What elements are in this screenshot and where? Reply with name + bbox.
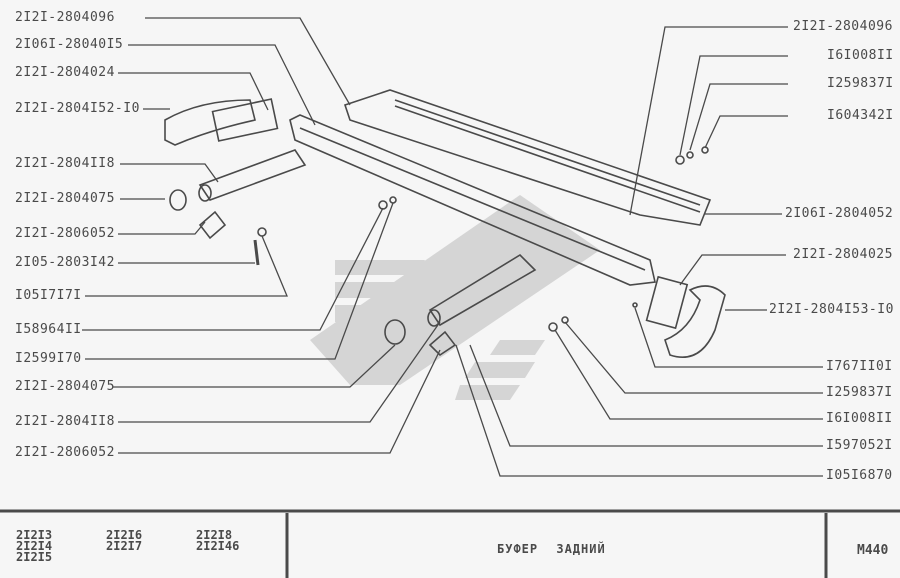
model-code: 2I2I3: [16, 528, 53, 542]
watermark-logo: [310, 195, 600, 400]
callout-label: 2I2I-2804024: [15, 65, 115, 80]
bracket-right: [645, 275, 689, 330]
callout-label: I2599I70: [15, 351, 82, 366]
callout-label: I597052I: [826, 438, 893, 453]
callout-label: 2I2I-2804II8: [15, 414, 115, 429]
tube-left: [198, 149, 307, 201]
callout-label: I05I7I7I: [15, 288, 82, 303]
model-code: 2I2I4: [16, 539, 53, 553]
leader-lines: [82, 17, 823, 477]
model-list: 2I2I3 2I2I4 2I2I5: [16, 528, 53, 564]
tube-right: [428, 253, 537, 327]
title-block: [0, 509, 900, 578]
end-cap-left: [164, 99, 256, 146]
callout-label: 2I2I-2806052: [15, 226, 115, 241]
model-list: 2I2I8 2I2I46: [196, 528, 240, 553]
callout-label: I767II0I: [826, 359, 893, 374]
nut-left: [257, 227, 267, 237]
callout-label: 2I2I-2804075: [15, 191, 115, 206]
callout-label: 2I2I-2804075: [15, 379, 115, 394]
callout-label: I58964II: [15, 322, 82, 337]
parts: [164, 89, 726, 358]
model-code: 2I2I46: [196, 539, 240, 553]
bolt-left: [253, 239, 260, 266]
sheet-title: БУФЕР ЗАДНИЙ: [497, 542, 606, 556]
model-code: 2I2I7: [106, 539, 143, 553]
callout-label: I6I008II: [826, 411, 893, 426]
callout-label: I604342I: [827, 108, 894, 123]
model-code: 2I2I8: [196, 528, 233, 542]
callout-label: I259837I: [826, 385, 893, 400]
plate-left: [198, 210, 227, 240]
model-code: 2I2I5: [16, 550, 53, 564]
bumper-bar-main: [289, 114, 656, 286]
bracket-left: [211, 98, 279, 142]
callout-label: 2I2I-2804II8: [15, 156, 115, 171]
callout-label: 2I06I-2804052: [785, 206, 894, 221]
bumper-bar-upper: [343, 89, 712, 226]
callout-label: 2I2I-2804096: [793, 19, 893, 34]
callout-label: 2I05-2803I42: [15, 255, 115, 270]
callout-label: 2I2I-2804025: [793, 247, 893, 262]
model-code: 2I2I6: [106, 528, 143, 542]
callout-label: 2I2I-2804I53-I0: [769, 302, 894, 317]
model-list: 2I2I6 2I2I7: [106, 528, 143, 553]
bushing-right: [384, 319, 406, 345]
plate-right: [428, 330, 457, 357]
callout-label: 2I2I-2804I52-I0: [15, 101, 140, 116]
bushing-left: [169, 189, 187, 211]
callout-label: 2I2I-2806052: [15, 445, 115, 460]
callout-label: 2I06I-28040I5: [15, 37, 124, 52]
end-cap-right: [664, 285, 726, 358]
callout-label: I259837I: [827, 76, 894, 91]
callout-label: 2I2I-2804096: [15, 10, 115, 25]
callout-label: I6I008II: [827, 48, 894, 63]
callout-label: I05I6870: [826, 468, 893, 483]
sheet-number: M440: [857, 543, 889, 558]
